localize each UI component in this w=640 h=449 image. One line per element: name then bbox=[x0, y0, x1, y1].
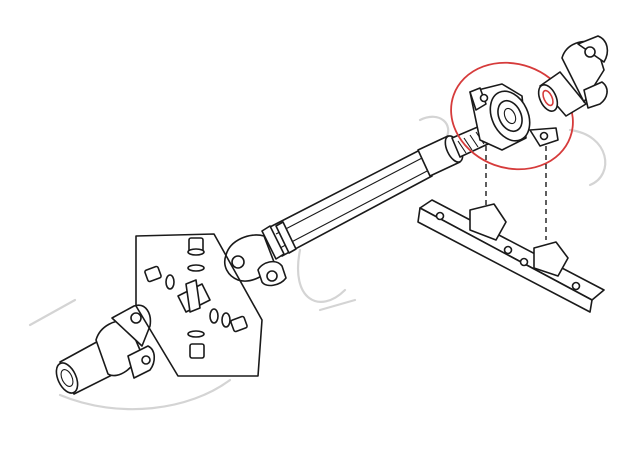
propeller-shaft-tube bbox=[261, 125, 489, 260]
yoke-flange-left bbox=[223, 234, 287, 287]
slip-yoke-front bbox=[55, 304, 156, 395]
alignment-guides bbox=[485, 146, 547, 240]
center-support-bearing bbox=[450, 61, 574, 171]
end-yoke-right bbox=[537, 35, 609, 117]
universal-joint-kit bbox=[135, 233, 263, 377]
watermark bbox=[28, 115, 607, 411]
crossmember-bracket bbox=[417, 199, 605, 313]
highlight-ring bbox=[450, 61, 574, 171]
